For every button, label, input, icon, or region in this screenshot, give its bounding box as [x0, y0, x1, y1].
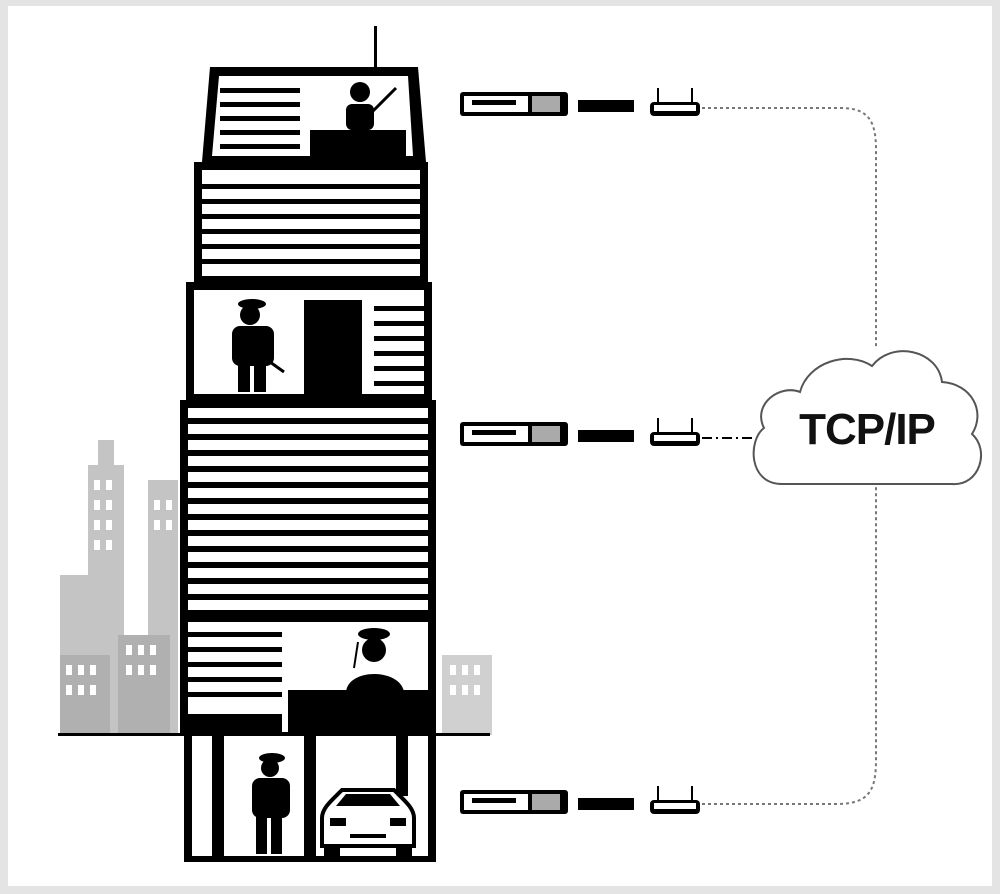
router-icon — [650, 88, 700, 116]
link-top — [702, 107, 877, 348]
guard-2-icon — [252, 753, 290, 854]
network-links — [702, 107, 877, 805]
router-icon — [650, 418, 700, 446]
network-switch-icon — [578, 100, 634, 112]
building — [180, 26, 436, 862]
video-recorder-icon — [460, 92, 568, 116]
router-icon — [650, 786, 700, 814]
video-recorder-icon — [460, 790, 568, 814]
receptionist-icon — [346, 628, 404, 692]
car-icon — [320, 788, 416, 856]
equipment-row-top — [460, 88, 700, 116]
network-switch-icon — [578, 430, 634, 442]
radio-operator-icon — [346, 82, 398, 130]
equipment-row-bottom — [460, 786, 700, 814]
radio-desk — [310, 130, 406, 158]
cloud-label: TCP/IP — [799, 405, 935, 454]
network-switch-icon — [578, 798, 634, 810]
link-bottom — [702, 484, 877, 805]
reception-desk — [288, 690, 428, 732]
equipment-row-middle — [460, 418, 700, 446]
ground-line — [58, 733, 490, 736]
doorway — [304, 300, 362, 394]
security-guard-icon — [232, 299, 285, 392]
cloud-icon: TCP/IP — [752, 350, 982, 486]
antenna — [374, 26, 377, 70]
video-recorder-icon — [460, 422, 568, 446]
city-skyline — [60, 440, 492, 735]
